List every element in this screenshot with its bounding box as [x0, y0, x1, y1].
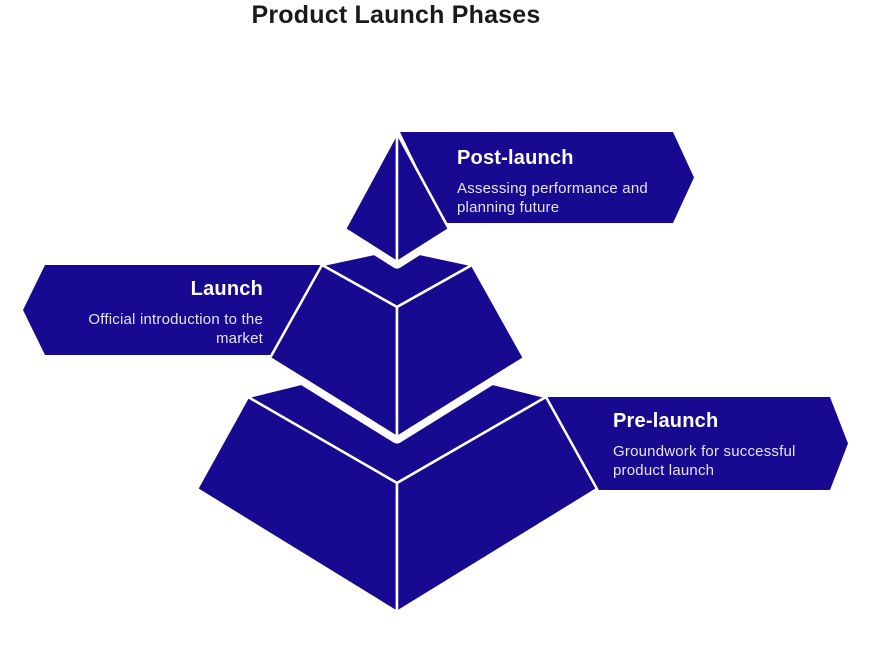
post-launch-description: Assessing performance and planning futur… — [457, 180, 648, 216]
post-launch-banner-text: Post-launch Assessing performance and pl… — [457, 146, 662, 217]
pyramid-tier-middle — [268, 247, 526, 440]
pre-launch-banner-shape — [546, 397, 848, 490]
launch-label: Launch — [190, 278, 263, 300]
launch-description: Official introduction to the market — [88, 311, 263, 347]
pre-launch-banner-text: Pre-launch Groundwork for successful pro… — [613, 409, 818, 480]
post-launch-label: Post-launch — [457, 147, 574, 169]
launch-banner-text: Launch Official introduction to the mark… — [43, 277, 263, 348]
launch-banner-shape — [23, 265, 330, 355]
bottom-tier-right-face — [395, 395, 599, 615]
pre-launch-label: Pre-launch — [613, 410, 719, 432]
apex-tier-left-face — [343, 132, 399, 265]
pre-launch-description: Groundwork for successful product launch — [613, 443, 796, 479]
post-launch-banner-shape — [400, 132, 694, 223]
launch-banner-polygon — [23, 265, 330, 355]
middle-tier-right-face — [395, 263, 526, 440]
apex-tier-right-face — [395, 132, 451, 265]
pyramid-tier-apex — [343, 132, 451, 265]
pre-launch-banner-polygon — [546, 397, 848, 490]
page-title: Product Launch Phases — [251, 1, 541, 29]
post-launch-banner-polygon — [400, 132, 694, 223]
